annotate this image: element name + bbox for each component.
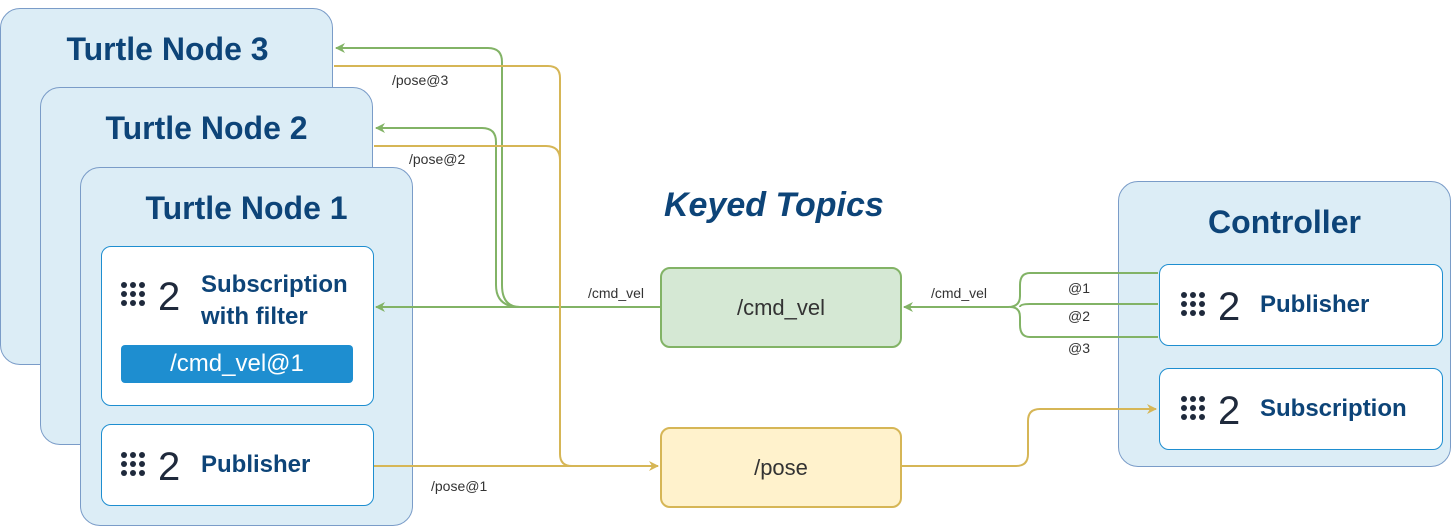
edge-label-key2: @2 [1068,308,1090,324]
zenoh-id-number: 2 [158,277,180,317]
pose-topic-label: /pose [754,455,808,480]
zenoh-id-icon: 2 [121,277,180,317]
edge-pose-to-controller [902,404,1157,467]
zenoh-id-icon: 2 [121,447,180,487]
turtle-node-3-title: Turtle Node 3 [66,31,269,67]
cmd-vel-topic[interactable]: /cmd_vel [660,267,902,348]
zenoh-id-icon: 2 [1181,287,1240,327]
controller-node: Controller 2 Publisher 2 Subscription [1118,181,1451,467]
turtle-subscription-label-line2: with filter [201,303,308,330]
controller-title: Controller [1208,204,1361,240]
edge-controller-to-cmd-vel-2 [1019,303,1158,308]
edge-label-cmd-vel-right: /cmd_vel [931,285,988,301]
turtle-publisher-box[interactable]: 2 Publisher [101,424,374,506]
controller-subscription-label: Subscription [1260,395,1407,422]
zenoh-id-number: 2 [1218,287,1240,327]
turtle-subscription-box[interactable]: 2 Subscription with filter /cmd_vel@1 [101,246,374,406]
turtle-node-2-title: Turtle Node 2 [105,110,308,146]
turtle-node-1: Turtle Node 1 2 Subscription with filter… [80,167,413,526]
turtle-subscription-label-line1: Subscription [201,271,348,298]
edge-node3-to-pose [334,65,573,467]
edge-label-key1: @1 [1068,280,1090,296]
edge-label-pose2: /pose@2 [409,151,466,167]
edge-label-pose1: /pose@1 [431,478,488,494]
edge-cmd-vel-to-node3 [335,43,521,308]
pose-topic[interactable]: /pose [660,427,902,508]
zenoh-id-number: 2 [158,447,180,487]
edge-node2-to-pose [374,145,561,161]
zenoh-id-number: 2 [1218,391,1240,431]
edge-label-pose3: /pose@3 [392,72,449,88]
cmd-vel-topic-label: /cmd_vel [736,295,826,320]
edge-controller-to-cmd-vel-3 [1009,306,1158,338]
diagram-title: Keyed Topics [664,186,884,224]
edge-label-cmd-vel-left: /cmd_vel [588,285,645,301]
controller-publisher-box[interactable]: 2 Publisher [1159,264,1443,346]
turtle-node-1-title: Turtle Node 1 [145,190,348,226]
controller-publisher-label: Publisher [1260,291,1370,318]
edge-cmd-vel-to-node2 [375,123,521,308]
key-filter-badge: /cmd_vel@1 [121,345,353,383]
zenoh-id-icon: 2 [1181,391,1240,431]
edge-label-key3: @3 [1068,340,1090,356]
turtle-subscription-label: Subscription with filter [201,269,348,333]
turtle-publisher-label: Publisher [201,451,311,478]
controller-subscription-box[interactable]: 2 Subscription [1159,368,1443,450]
